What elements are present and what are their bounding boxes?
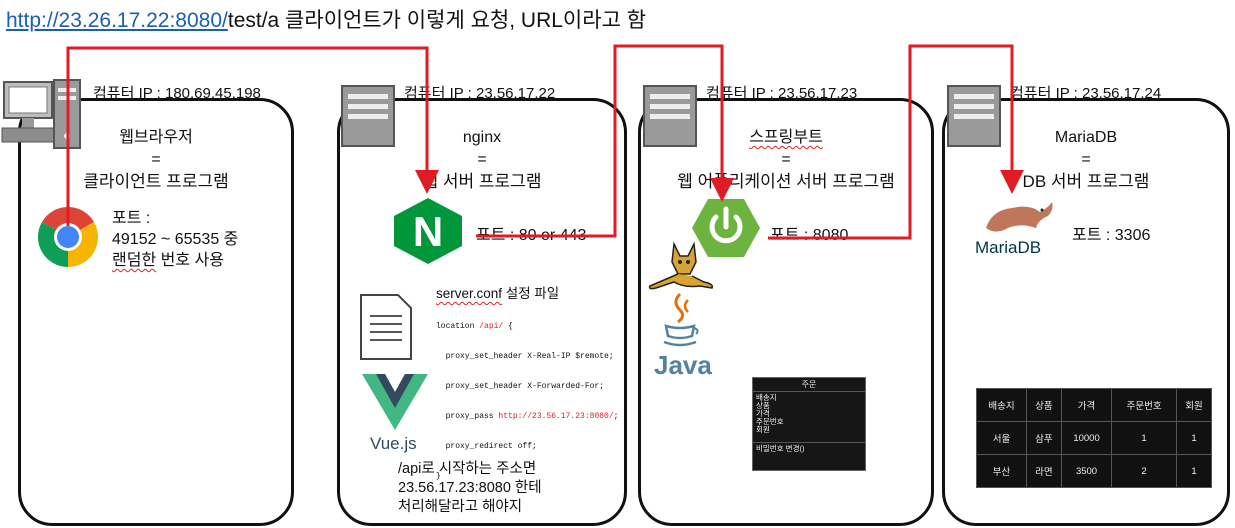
conf-code-block: location /api/ { proxy_set_header X-Real… [436, 302, 618, 492]
document-icon [358, 292, 414, 362]
tomcat-icon [644, 240, 716, 292]
spring-ip-label: 컴퓨터 IP : 23.56.17.23 [706, 85, 858, 102]
nginx-equals: = [477, 151, 487, 168]
table-row: 부산 라면 3500 2 1 [976, 454, 1212, 488]
note-line: /api로 시작하는 주소면 [398, 461, 537, 477]
field-item: 가격 [756, 409, 770, 418]
table-cell: 2 [1111, 454, 1177, 488]
nginx-proxy-note: /api로 시작하는 주소면 23.56.17.23:8080 한테 처리해달라… [398, 460, 542, 517]
spring-port-label: 포트 : 8080 [770, 221, 851, 245]
client-port-title: 포트 : [112, 210, 151, 227]
nginx-logo-icon: N [388, 196, 468, 266]
mariadb-machine-box [942, 98, 1230, 526]
server-icon [946, 84, 1002, 148]
table-cell: 서울 [976, 421, 1027, 455]
field-item: 주문번호 [756, 417, 784, 426]
server-icon [642, 84, 698, 148]
vue-logo-icon [360, 370, 430, 432]
table-header-row: 배송지 상품 가격 주문번호 회원 [976, 388, 1212, 422]
mariadb-name: MariaDB [1054, 129, 1118, 146]
mariadb-equals: = [1081, 151, 1091, 168]
note-line: 23.56.17.23:8080 한테 [398, 480, 542, 496]
server-icon [340, 84, 396, 148]
mariadb-orders-table: 배송지 상품 가격 주문번호 회원 서울 삼푸 10000 1 1 부산 라면 … [976, 388, 1212, 488]
conf-line: proxy_redirect off; [436, 442, 537, 451]
table-header-cell: 회원 [1176, 388, 1212, 422]
request-url-caption: http://23.26.17.22:8080/test/a 클라이언트가 이렇… [6, 4, 646, 34]
order-class-window: 주문 배송지 상품 가격 주문번호 회원 비밀번호 변경() [752, 377, 866, 471]
nginx-logo-letter: N [413, 208, 443, 255]
conf-line: } [436, 472, 441, 481]
field-item: 회원 [756, 425, 770, 434]
mariadb-seal-icon [978, 198, 1058, 236]
mariadb-role: DB 서버 프로그램 [1022, 172, 1150, 191]
arrow-nginx-to-spring [476, 44, 734, 238]
table-cell: 부산 [976, 454, 1027, 488]
spring-name: 스프링부트 [749, 129, 823, 146]
conf-file-label: 설정 파일 [502, 286, 560, 301]
nginx-program-name: nginx = 웹 서버 프로그램 [337, 127, 627, 193]
nginx-name: nginx [462, 129, 502, 146]
java-label: Java [654, 350, 712, 380]
spring-machine-box [638, 98, 934, 526]
arrow-client-to-nginx [66, 46, 439, 226]
vue-label: Vue.js [370, 434, 417, 453]
client-program-name: 웹브라우저 = 클라이언트 프로그램 [18, 127, 294, 193]
arrow-spring-to-mariadb [768, 44, 1024, 240]
client-equals: = [151, 151, 161, 168]
conf-file-title: server.conf 설정 파일 [436, 282, 559, 302]
client-port-range: 49152 ~ 65535 중 [112, 231, 239, 248]
table-header-cell: 주문번호 [1111, 388, 1177, 422]
nginx-role: 웹 서버 프로그램 [422, 172, 542, 191]
conf-line: proxy_pass http://23.56.17.23:8080/; [436, 412, 619, 421]
nginx-port-label: 포트 : 80 or 443 [476, 221, 589, 245]
spring-equals: = [781, 151, 791, 168]
chrome-icon [36, 205, 100, 269]
table-cell: 3500 [1060, 454, 1113, 488]
mariadb-program-name: MariaDB = DB 서버 프로그램 [942, 127, 1230, 193]
conf-file-name: server.conf [436, 286, 503, 301]
client-name: 웹브라우저 [119, 129, 193, 146]
request-caption: test/a 클라이언트가 이렇게 요청, URL이라고 함 [227, 9, 647, 32]
request-url-link[interactable]: http://23.26.17.22:8080/ [6, 9, 228, 32]
use-words: 번호 사용 [156, 252, 224, 269]
mariadb-port-label: 포트 : 3306 [1072, 227, 1151, 244]
mariadb-ip-label: 컴퓨터 IP : 23.56.17.24 [1010, 85, 1162, 102]
client-machine-box [18, 98, 294, 526]
conf-line: proxy_set_header X-Forwarded-For; [436, 382, 605, 391]
nginx-ip-label: 컴퓨터 IP : 23.56.17.22 [404, 85, 556, 102]
mariadb-logo-label: MariaDB [975, 238, 1042, 257]
note-line: 처리해달라고 해야지 [398, 499, 523, 515]
table-cell: 삼푸 [1025, 421, 1062, 455]
order-window-fields: 배송지 상품 가격 주문번호 회원 [753, 392, 865, 436]
field-item: 상품 [756, 401, 770, 410]
client-port-usage: 랜덤한 번호 사용 [112, 246, 224, 270]
conf-line: location /api/ { [436, 322, 513, 331]
spring-power-icon [690, 197, 762, 259]
table-cell: 1 [1176, 454, 1212, 488]
conf-line: proxy_set_header X-Real-IP $remote; [436, 352, 614, 361]
field-item: 배송지 [756, 393, 777, 402]
order-window-footer: 비밀번호 변경() [753, 442, 865, 455]
client-ip-label: 컴퓨터 IP : 180.69.45.198 [93, 85, 261, 102]
order-window-title: 주문 [753, 378, 865, 392]
java-cup-icon [660, 292, 700, 350]
client-role: 클라이언트 프로그램 [83, 172, 229, 191]
nginx-machine-box [337, 98, 627, 526]
random-word: 랜덤한 [112, 252, 157, 269]
